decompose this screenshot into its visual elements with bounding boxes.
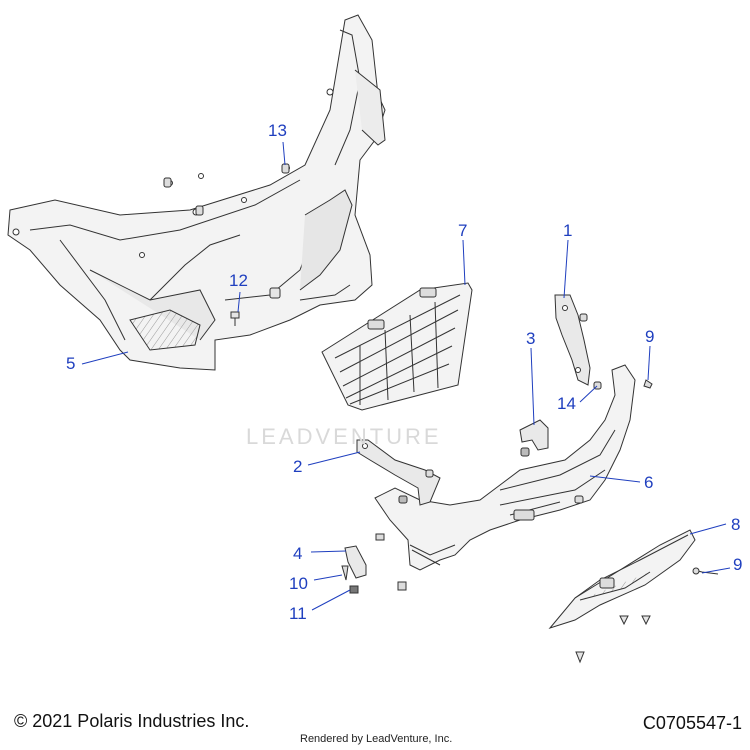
callout-9-lower[interactable]: 9 xyxy=(733,555,743,574)
bracket-part-2 xyxy=(356,439,441,506)
callout-12[interactable]: 12 xyxy=(229,271,248,290)
skid-plate-part-8 xyxy=(548,529,696,629)
bracket-part-1 xyxy=(554,294,591,386)
rendered-by-text: Rendered by LeadVenture, Inc. xyxy=(300,733,453,745)
callout-5[interactable]: 5 xyxy=(66,354,76,373)
callout-14[interactable]: 14 xyxy=(557,394,576,413)
loose-screws xyxy=(575,615,651,664)
callout-2[interactable]: 2 xyxy=(293,457,303,476)
clip-parts-13 xyxy=(163,163,290,216)
front-bumper-frame-part xyxy=(7,14,386,371)
small-bracket-parts xyxy=(341,533,407,594)
lower-bumper-part-6 xyxy=(374,364,636,571)
screw-part-12 xyxy=(230,287,281,326)
callout-7[interactable]: 7 xyxy=(458,221,468,240)
callout-10[interactable]: 10 xyxy=(289,574,308,593)
diagram-code: C0705547-1 xyxy=(642,713,742,733)
callout-13[interactable]: 13 xyxy=(268,121,287,140)
watermark-logo: LEADVENTURE xyxy=(246,424,442,449)
callout-4[interactable]: 4 xyxy=(293,544,303,563)
bracket-part-3 xyxy=(519,419,549,457)
callout-9-upper[interactable]: 9 xyxy=(645,327,655,346)
callout-1[interactable]: 1 xyxy=(563,221,573,240)
grille-part xyxy=(321,282,473,411)
callout-6[interactable]: 6 xyxy=(644,473,654,492)
leader-lines xyxy=(81,141,731,611)
callout-3[interactable]: 3 xyxy=(526,329,536,348)
callout-8[interactable]: 8 xyxy=(731,515,741,534)
callout-11[interactable]: 11 xyxy=(289,604,307,623)
copyright-text: © 2021 Polaris Industries Inc. xyxy=(14,711,250,731)
